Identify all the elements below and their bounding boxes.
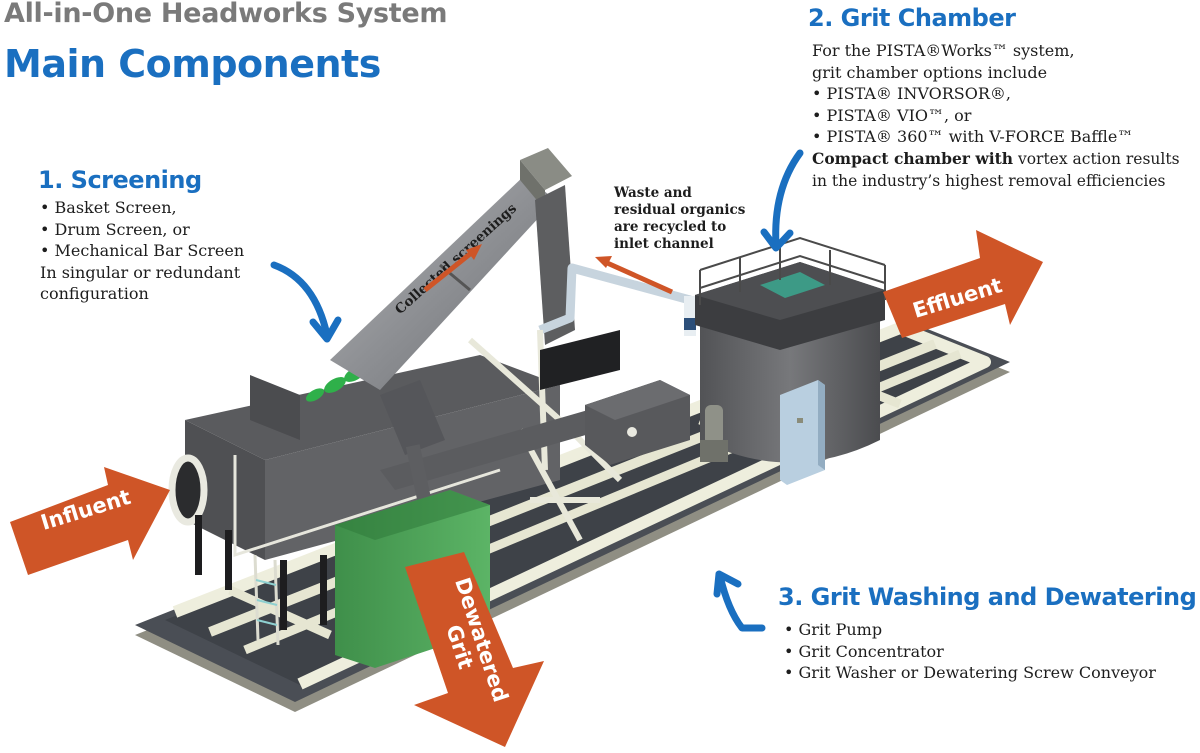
grit-chamber-body: For the PISTA®Works™ system, grit chambe…: [812, 40, 1133, 148]
recycle-pipe: [538, 263, 696, 336]
list-item: • PISTA® INVORSOR®,: [812, 84, 1011, 103]
section-screening: 1. Screening • Basket Screen, • Drum Scr…: [38, 166, 244, 305]
section-grit-washing: 3. Grit Washing and Dewatering: [778, 583, 1197, 611]
dewatered-grit-arrow: [405, 552, 544, 747]
grit-chamber-intro-line: For the PISTA®Works™ system,: [812, 41, 1075, 60]
list-item: • PISTA® VIO™, or: [812, 105, 972, 125]
grit-chamber-description: Compact chamber with vortex action resul…: [812, 148, 1180, 192]
recycle-direction-arrow: [595, 256, 674, 295]
recycle-note: Waste and residual organics are recycled…: [614, 185, 745, 253]
effluent-arrow: [883, 230, 1043, 338]
recycle-note-line: are recycled to: [614, 219, 727, 235]
grit-washer: [380, 330, 690, 506]
influent-arrow: [10, 467, 170, 575]
control-panel: [780, 380, 825, 485]
screening-pointer-arrow-icon: [270, 261, 342, 343]
grit-chamber-tank: [695, 236, 886, 463]
screening-note-line: In singular or redundant: [40, 262, 241, 282]
screening-list: • Basket Screen, • Drum Screen, or • Mec…: [38, 197, 244, 305]
list-item: • PISTA® 360™ with V-FORCE Baffle™: [812, 127, 1134, 146]
recycle-note-line: inlet channel: [614, 236, 714, 252]
page-title: Main Components: [4, 42, 381, 86]
list-item: • Grit Pump: [784, 620, 883, 639]
screening-note-line: configuration: [40, 284, 149, 303]
section-grit-chamber: 2. Grit Chamber: [808, 4, 1016, 32]
list-item: • Grit Washer or Dewatering Screw Convey…: [784, 663, 1156, 682]
recycle-note-line: Waste and: [614, 185, 692, 201]
list-item: • Drum Screen, or: [40, 219, 190, 239]
list-item: • Basket Screen,: [40, 198, 177, 217]
recycle-note-line: residual organics: [614, 202, 746, 218]
description-text: vortex action results: [1013, 150, 1180, 168]
section-title-screening: 1. Screening: [38, 166, 202, 194]
grit-chamber-intro-line: grit chamber options include: [812, 62, 1048, 82]
grit-washing-list: • Grit Pump • Grit Concentrator • Grit W…: [784, 619, 1156, 684]
grit-chamber-pointer-arrow-icon: [760, 149, 804, 252]
list-item: • Mechanical Bar Screen: [40, 241, 245, 260]
section-title-grit-washing: 3. Grit Washing and Dewatering: [778, 583, 1197, 611]
grit-washing-pointer-arrow-icon: [713, 570, 766, 632]
screenings-conveyor: [330, 148, 575, 390]
description-text-line2: in the industry’s highest removal effici…: [812, 171, 1166, 190]
description-emphasis: Compact chamber with: [812, 149, 1014, 168]
list-item: • Grit Concentrator: [784, 641, 944, 661]
screenings-direction-arrow: [423, 244, 482, 292]
section-title-grit-chamber: 2. Grit Chamber: [808, 4, 1016, 32]
header-subtitle: All-in-One Headworks System: [4, 0, 448, 29]
